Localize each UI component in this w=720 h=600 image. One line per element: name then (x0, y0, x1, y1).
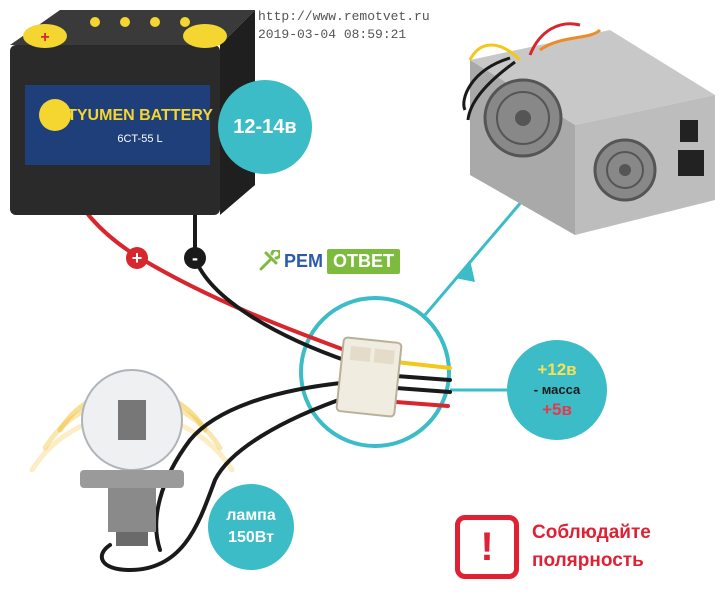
minus-marker-label: - (192, 248, 198, 268)
red-wire-psu (394, 400, 450, 408)
bulb-filament-holder (118, 400, 146, 440)
voltage-text: 12-14в (233, 115, 297, 138)
battery-logo-icon (39, 99, 71, 131)
battery: + TYUMEN BATTERY 6CT-55 L (10, 10, 255, 215)
battery-plus-cap-sign: + (40, 29, 49, 46)
battery-model: 6CT-55 L (117, 133, 162, 145)
warning-icon-text: ! (480, 524, 494, 569)
power-supply (462, 22, 715, 235)
plus-marker (126, 247, 148, 269)
psu-socket (678, 150, 704, 176)
black-wire-psu-2 (394, 386, 452, 394)
logo-part-rem: РЕМ (284, 250, 324, 271)
logo-part-otvet: ОТВЕТ (327, 248, 401, 274)
pinout-badge: +12в - масса +5в (507, 340, 607, 440)
exclamation-icon: ! (455, 515, 519, 579)
plus-marker-label: + (132, 248, 143, 268)
warning-line-2: полярность (532, 550, 644, 571)
pinout-5v: +5в (542, 400, 572, 419)
molex-connector (335, 336, 403, 418)
bulb-contacts (116, 532, 148, 546)
battery-minus-cap (183, 24, 227, 48)
battery-plus-cap (23, 24, 67, 48)
lamp-badge: лампа 150Вт (208, 484, 294, 570)
watermark-timestamp: 2019-03-04 08:59:21 (258, 27, 407, 42)
black-wire-lamp-1 (154, 380, 352, 552)
bulb-base (108, 488, 156, 532)
lamp-power: 150Вт (228, 529, 274, 546)
battery-brand: TYUMEN BATTERY (67, 107, 213, 124)
watermark: http://www.remotvet.ru 2019-03-04 08:59:… (258, 8, 430, 44)
pinout-12v: +12в (537, 360, 577, 379)
psu-switch (680, 120, 698, 142)
fan-icon (483, 78, 657, 202)
bulb-icon (80, 369, 184, 546)
wrench-icon (259, 250, 280, 271)
polarity-warning: Соблюдайте полярность (532, 519, 651, 575)
callout-arrow-icon (455, 260, 475, 282)
voltage-badge: 12-14в (218, 80, 312, 174)
minus-marker (184, 247, 206, 269)
psu-cable-bundle (462, 22, 602, 121)
black-wire-psu-1 (394, 374, 452, 382)
site-logo: РЕМ ОТВЕТ (258, 247, 401, 275)
yellow-wire (394, 360, 452, 370)
watermark-url: http://www.remotvet.ru (258, 9, 430, 24)
pinout-ground: - масса (533, 382, 581, 397)
lamp-label: лампа (226, 507, 276, 524)
warning-line-1: Соблюдайте (532, 522, 651, 543)
bulb-flange (80, 470, 184, 488)
black-wire-lamp-2 (99, 394, 352, 573)
